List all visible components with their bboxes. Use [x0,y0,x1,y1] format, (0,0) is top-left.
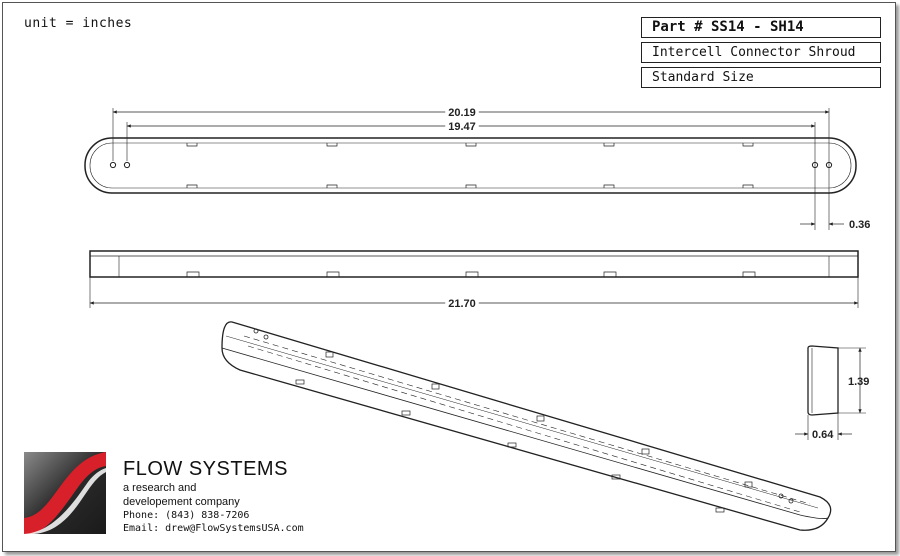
dim-overall-top-bg [445,107,479,119]
dim-height: 1.39 [848,376,869,388]
dim-width: 0.64 [812,429,834,441]
dim-inner-top: 19.47 [448,121,476,133]
company-tagline-1: a research and [123,482,197,494]
dim-overall-length-bg [445,298,479,310]
part-description: Intercell Connector Shroud [641,42,881,63]
part-number: Part # SS14 - SH14 [641,17,881,38]
isometric-view [221,321,832,531]
dim-end-offset: 0.36 [849,219,870,231]
flow-systems-logo-icon [24,452,106,534]
dim-overall-length: 21.70 [448,298,476,310]
company-email: Email: drew@FlowSystemsUSA.com [123,523,304,534]
dim-overall-top: 20.19 [448,107,476,119]
unit-note: unit = inches [24,16,133,31]
company-tagline-2: developement company [123,496,240,508]
part-size: Standard Size [641,67,881,88]
company-phone: Phone: (843) 838-7206 [123,510,250,521]
company-name: FLOW SYSTEMS [123,458,288,480]
top-view [84,108,857,230]
end-view [795,345,866,440]
dim-inner-top-bg [445,121,479,133]
